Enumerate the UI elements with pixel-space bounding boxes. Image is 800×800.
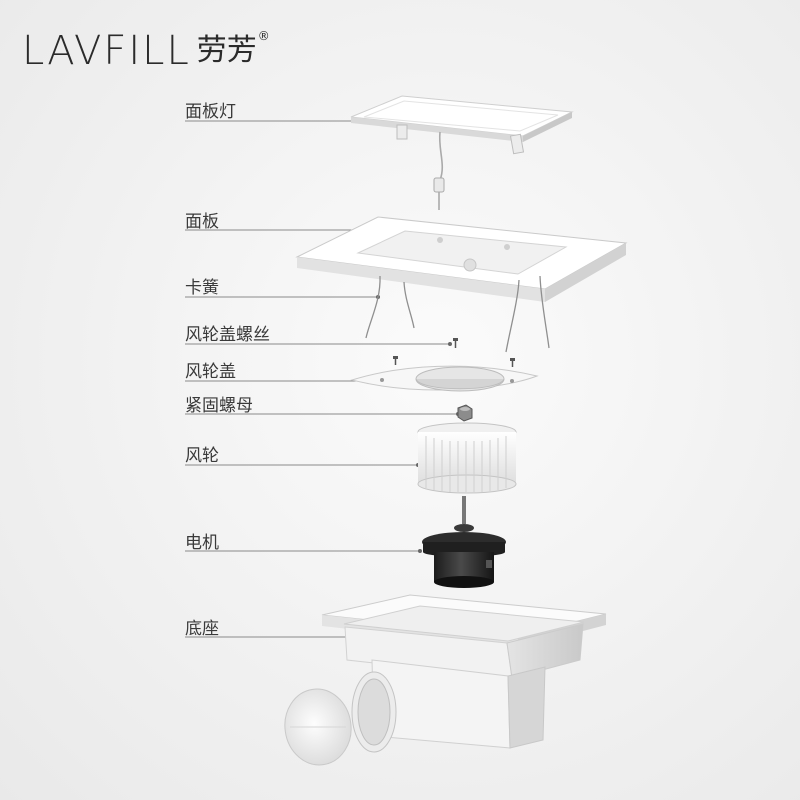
lock-nut-part	[458, 405, 472, 421]
panel-light-part	[351, 96, 572, 210]
impeller-part	[418, 423, 516, 493]
label-motor: 电机	[185, 528, 219, 553]
impeller-cover-part	[352, 366, 537, 391]
label-impeller-cover-screw: 风轮盖螺丝	[185, 320, 270, 345]
damper-disk-part	[280, 685, 356, 769]
label-impeller-cover: 风轮盖	[185, 357, 236, 382]
label-spring-clip: 卡簧	[185, 273, 219, 298]
cover-screws	[393, 338, 515, 367]
label-lock-nut: 紧固螺母	[185, 391, 253, 416]
base-part	[322, 595, 606, 752]
label-panel: 面板	[185, 207, 219, 232]
label-panel-light: 面板灯	[185, 97, 236, 122]
label-base: 底座	[185, 614, 219, 639]
label-impeller: 风轮	[185, 441, 219, 466]
motor-part	[422, 496, 506, 588]
